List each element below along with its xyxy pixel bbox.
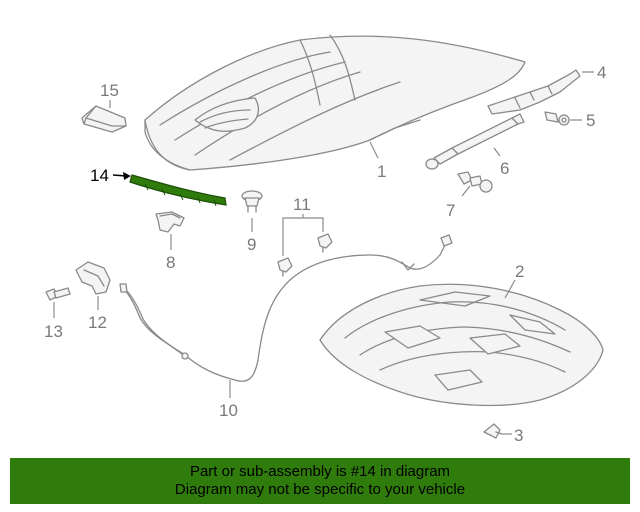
clip-3[interactable] <box>483 423 503 439</box>
hood-lift-support[interactable] <box>425 113 525 170</box>
callout-12: 12 <box>88 313 107 332</box>
hood-hinge[interactable] <box>487 69 581 115</box>
callout-7: 7 <box>446 201 455 220</box>
parts-diagram: 1 2 3 4 5 6 7 8 9 10 11 12 13 14 15 <box>44 34 606 445</box>
bracket-clip[interactable] <box>155 211 185 233</box>
push-pin-fastener[interactable] <box>241 190 263 213</box>
callout-8: 8 <box>166 253 175 272</box>
callout-5: 5 <box>586 111 595 130</box>
callout-10: 10 <box>219 401 238 420</box>
notice-line-2: Diagram may not be specific to your vehi… <box>174 481 466 498</box>
callout-3: 3 <box>514 426 523 445</box>
cable-clip-left[interactable] <box>277 257 293 277</box>
notice-line-1: Part or sub-assembly is #14 in diagram <box>189 463 451 480</box>
callout-11: 11 <box>293 195 311 214</box>
notice-banner: Part or sub-assembly is #14 in diagram D… <box>10 458 630 504</box>
hood-panel[interactable] <box>144 34 526 171</box>
callout-14: 14 <box>90 166 109 185</box>
callout-13: 13 <box>44 322 63 341</box>
callout-6: 6 <box>500 159 509 178</box>
callout-9: 9 <box>247 235 256 254</box>
cable-clip-right[interactable] <box>317 233 333 253</box>
callout-4: 4 <box>597 63 606 82</box>
hood-insulator-pad[interactable] <box>319 283 604 407</box>
callout-14-arrow <box>112 172 131 180</box>
callout-15: 15 <box>100 81 119 100</box>
bolt-5[interactable] <box>544 111 570 126</box>
ball-stud[interactable] <box>457 171 493 193</box>
hood-bumper-pad[interactable] <box>81 105 127 133</box>
callout-1: 1 <box>377 162 386 181</box>
hood-latch[interactable] <box>75 261 111 295</box>
hood-release-cable[interactable] <box>119 234 453 382</box>
hood-seal-strip-highlighted[interactable] <box>129 174 227 207</box>
callout-2: 2 <box>515 262 524 281</box>
bolt-13[interactable] <box>45 287 71 301</box>
